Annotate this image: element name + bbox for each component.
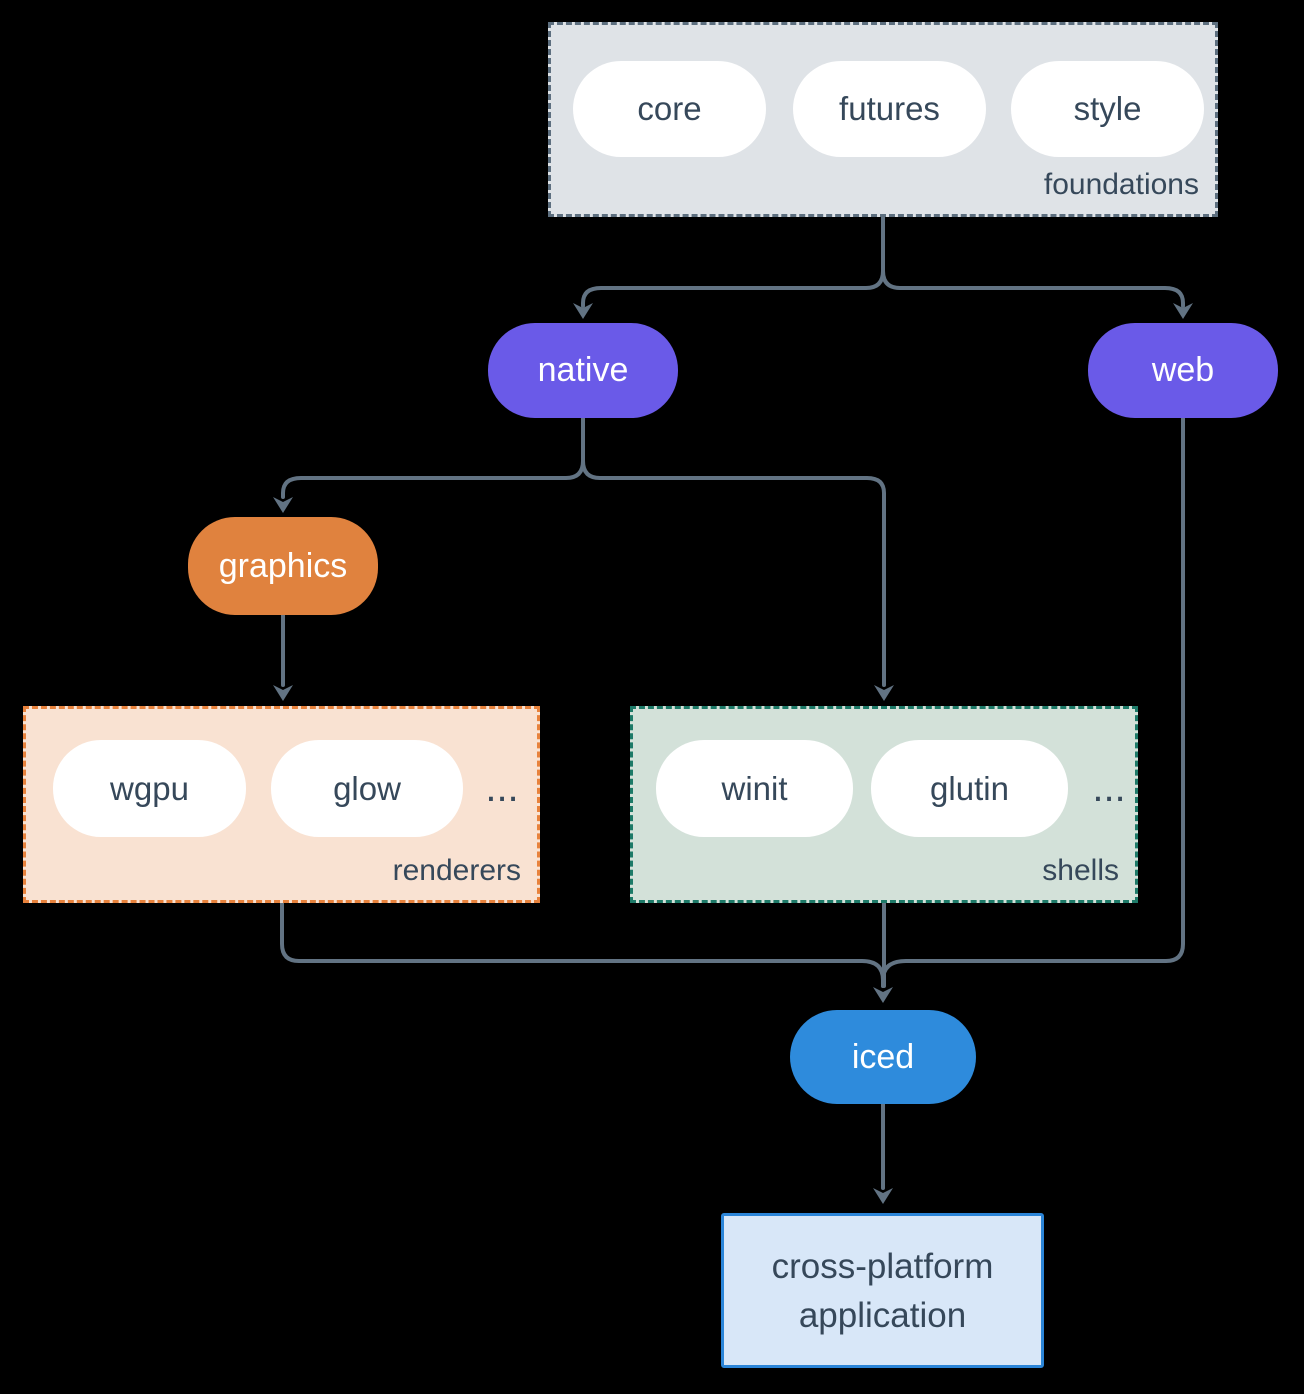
- application-box: cross-platform application: [721, 1213, 1044, 1368]
- edge-renderers-iced: [280, 901, 885, 988]
- node-native: native: [488, 323, 678, 418]
- pill-futures: futures: [793, 61, 986, 157]
- group-label-renderers: renderers: [392, 854, 521, 887]
- arrowhead-shells: [874, 685, 894, 701]
- pill-core: core: [573, 61, 766, 157]
- arrowhead-application: [873, 1188, 893, 1204]
- edge-foundations-web: [881, 269, 1185, 308]
- pill-glow: glow: [271, 740, 463, 837]
- arrowhead-web: [1173, 303, 1193, 319]
- pill-style: style: [1011, 61, 1204, 157]
- group-renderers: wgpu glow ... renderers: [23, 706, 540, 903]
- renderers-ellipsis: ...: [485, 766, 519, 810]
- arrowhead-graphics: [273, 497, 293, 513]
- group-foundations: core futures style foundations: [548, 22, 1218, 217]
- group-shells: winit glutin ... shells: [630, 706, 1138, 903]
- arrowhead-native: [573, 303, 593, 319]
- group-label-shells: shells: [1042, 854, 1119, 887]
- group-label-foundations: foundations: [1043, 168, 1199, 201]
- pill-glutin: glutin: [871, 740, 1068, 837]
- edge-native-graphics: [281, 459, 585, 499]
- node-web: web: [1088, 323, 1278, 418]
- edge-web-iced: [881, 416, 1185, 988]
- edge-native-shells: [581, 459, 886, 687]
- arrowhead-renderers: [273, 685, 293, 701]
- shells-ellipsis: ...: [1092, 766, 1126, 810]
- arrowhead-iced: [873, 987, 893, 1003]
- node-iced: iced: [790, 1010, 976, 1104]
- edge-foundations-native: [581, 269, 885, 308]
- node-graphics: graphics: [188, 517, 378, 615]
- pill-wgpu: wgpu: [53, 740, 246, 837]
- pill-winit: winit: [656, 740, 853, 837]
